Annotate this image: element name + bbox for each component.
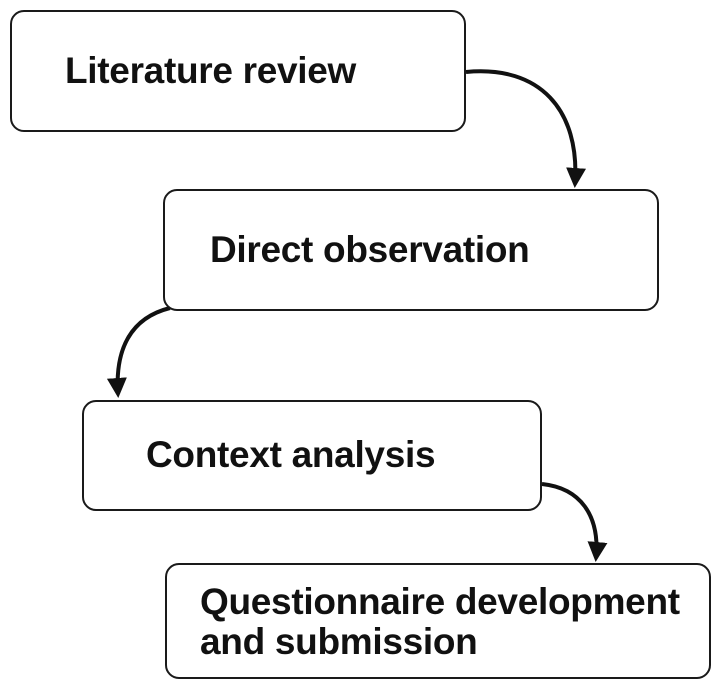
step-questionnaire-development: Questionnaire development and submission	[165, 563, 711, 679]
arrow-3-to-4	[541, 482, 608, 562]
step-label: Literature review	[65, 49, 357, 91]
step-label-line-2: and submission	[200, 621, 478, 662]
step-direct-observation: Direct observation	[163, 189, 659, 311]
arrow-1-to-2	[465, 69, 587, 188]
step-label-line-1: Questionnaire development	[200, 581, 680, 623]
arrow-2-to-3	[106, 306, 171, 398]
step-literature-review: Literature review	[10, 10, 466, 132]
step-label-stack: Questionnaire development and submission	[200, 582, 680, 662]
step-context-analysis: Context analysis	[82, 400, 542, 511]
step-label: Context analysis	[146, 434, 436, 476]
step-label: Direct observation	[210, 228, 530, 270]
